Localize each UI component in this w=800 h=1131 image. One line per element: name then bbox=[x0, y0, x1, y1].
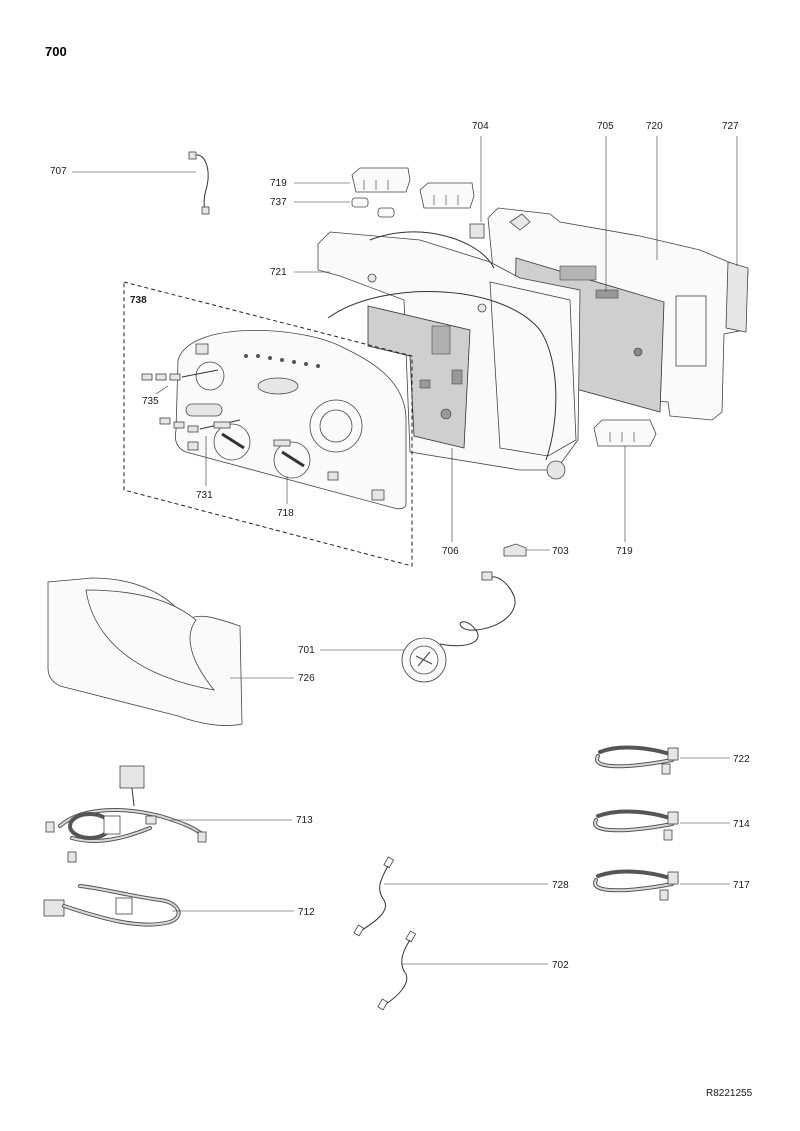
group-738-boundary bbox=[123, 281, 413, 567]
label-722: 722 bbox=[733, 754, 750, 765]
label-726: 726 bbox=[298, 673, 315, 684]
label-727: 727 bbox=[722, 121, 739, 132]
label-706: 706 bbox=[442, 546, 459, 557]
label-718: 718 bbox=[277, 508, 294, 519]
part-731-knob bbox=[213, 421, 251, 461]
part-718-knob bbox=[273, 439, 311, 479]
part-714-wiring-loom bbox=[593, 809, 679, 841]
label-720: 720 bbox=[646, 121, 663, 132]
part-722-wiring-loom bbox=[594, 745, 679, 775]
group-738-control-panel bbox=[174, 329, 407, 510]
label-728: 728 bbox=[552, 880, 569, 891]
label-719-top: 719 bbox=[270, 178, 287, 189]
label-714: 714 bbox=[733, 819, 750, 830]
part-719-connector-top bbox=[351, 167, 475, 209]
part-704-small-component bbox=[469, 223, 485, 239]
label-704: 704 bbox=[472, 121, 489, 132]
label-731: 731 bbox=[196, 490, 213, 501]
part-726-front-cover bbox=[47, 577, 243, 726]
part-728-sensor-wire bbox=[353, 856, 395, 937]
part-706-control-pcb bbox=[367, 305, 471, 449]
part-702-sensor-wire bbox=[377, 930, 417, 1011]
label-702: 702 bbox=[552, 960, 569, 971]
label-703: 703 bbox=[552, 546, 569, 557]
part-701-thermostat-sensor bbox=[401, 571, 516, 683]
label-717: 717 bbox=[733, 880, 750, 891]
part-719-connector-bottom bbox=[593, 419, 657, 447]
label-701: 701 bbox=[298, 645, 315, 656]
label-719-bottom: 719 bbox=[616, 546, 633, 557]
label-712: 712 bbox=[298, 907, 315, 918]
part-712-wiring-harness bbox=[43, 884, 181, 927]
label-707: 707 bbox=[50, 166, 67, 177]
label-713: 713 bbox=[296, 815, 313, 826]
label-721: 721 bbox=[270, 267, 287, 278]
label-705: 705 bbox=[597, 121, 614, 132]
part-713-wiring-harness bbox=[45, 765, 207, 863]
part-707-cable bbox=[188, 151, 210, 215]
part-735-indicator-lamps bbox=[141, 369, 241, 433]
drawing-reference: R8221255 bbox=[706, 1088, 753, 1099]
label-737: 737 bbox=[270, 197, 287, 208]
part-703-clip bbox=[503, 543, 527, 557]
label-735: 735 bbox=[142, 396, 159, 407]
page-number: 700 bbox=[45, 44, 67, 59]
part-717-wiring-loom bbox=[593, 869, 679, 901]
part-737-fuses bbox=[351, 197, 395, 218]
label-738: 738 bbox=[130, 295, 147, 306]
